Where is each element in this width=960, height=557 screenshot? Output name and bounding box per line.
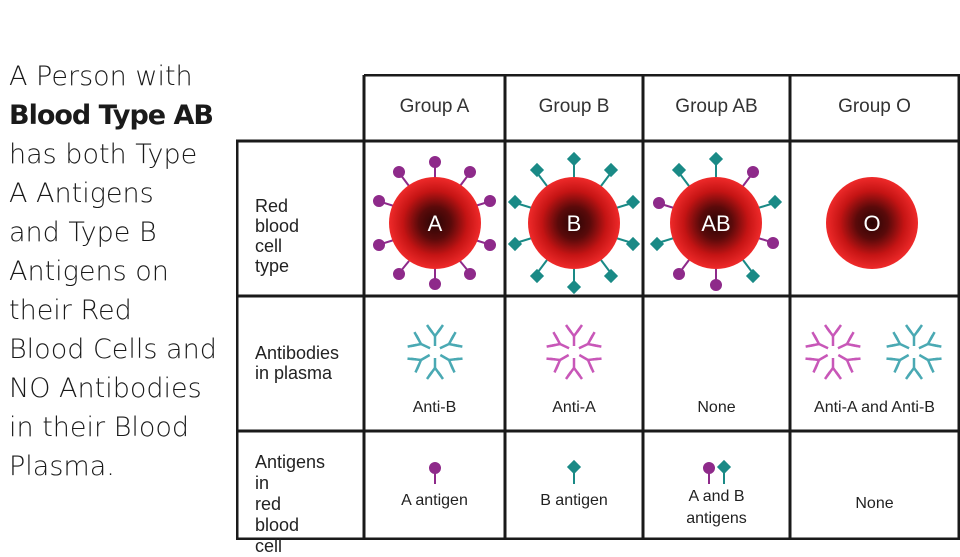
antigen-ab-a-icon bbox=[703, 462, 715, 484]
antigen-a-icon bbox=[429, 462, 441, 484]
description-line: Antigens on bbox=[9, 256, 169, 287]
antigen-illustrations bbox=[429, 459, 732, 484]
rbc-label-o: O bbox=[863, 211, 880, 236]
description-line: A Person with bbox=[9, 61, 193, 92]
antibody-caption-o: Anti-A and Anti-B bbox=[814, 399, 935, 416]
description-line: Blood Cells and bbox=[9, 334, 217, 365]
antibody-caption-a: Anti-B bbox=[412, 399, 457, 416]
description-line: Plasma. bbox=[9, 451, 115, 482]
description-line: A Antigens bbox=[9, 178, 154, 209]
antigen-ab-b-icon bbox=[716, 459, 732, 484]
table-grid-lines bbox=[236, 74, 960, 540]
header-group-o: Group O bbox=[838, 96, 911, 117]
rbc-label-b: B bbox=[567, 211, 582, 236]
description-line: has both Type bbox=[9, 139, 198, 170]
description-line-bold: Blood Type AB bbox=[9, 100, 214, 131]
antigen-caption-o: None bbox=[855, 495, 894, 512]
antigen-b-icon bbox=[566, 459, 582, 484]
antigen-caption-ab: A and B antigens bbox=[686, 488, 747, 527]
antigen-caption-a: A antigen bbox=[401, 492, 468, 509]
header-group-ab: Group AB bbox=[675, 96, 758, 117]
rbc-illustrations: A B bbox=[373, 151, 918, 295]
rbc-label-a: A bbox=[428, 211, 443, 236]
antigen-caption-b: B antigen bbox=[540, 492, 608, 509]
row-label-rbc: Red blood cell type bbox=[255, 196, 300, 276]
rbc-group-o: O bbox=[826, 177, 918, 269]
rbc-group-a: A bbox=[373, 156, 496, 290]
rbc-group-ab: AB bbox=[649, 151, 783, 291]
rbc-group-b: B bbox=[507, 151, 641, 295]
header-group-b: Group B bbox=[538, 96, 610, 117]
description-line: NO Antibodies bbox=[9, 373, 202, 404]
description-line: their Red bbox=[9, 295, 132, 326]
antibody-caption-ab: None bbox=[697, 399, 736, 416]
antibody-caption-b: Anti-A bbox=[552, 399, 596, 416]
description-text: A Person with Blood Type AB has both Typ… bbox=[9, 57, 234, 486]
description-line: and Type B bbox=[9, 217, 157, 248]
header-group-a: Group A bbox=[399, 96, 470, 117]
description-line: in their Blood bbox=[9, 412, 190, 443]
rbc-label-ab: AB bbox=[701, 211, 730, 236]
row-label-antibodies: Antibodies in plasma bbox=[255, 343, 340, 383]
